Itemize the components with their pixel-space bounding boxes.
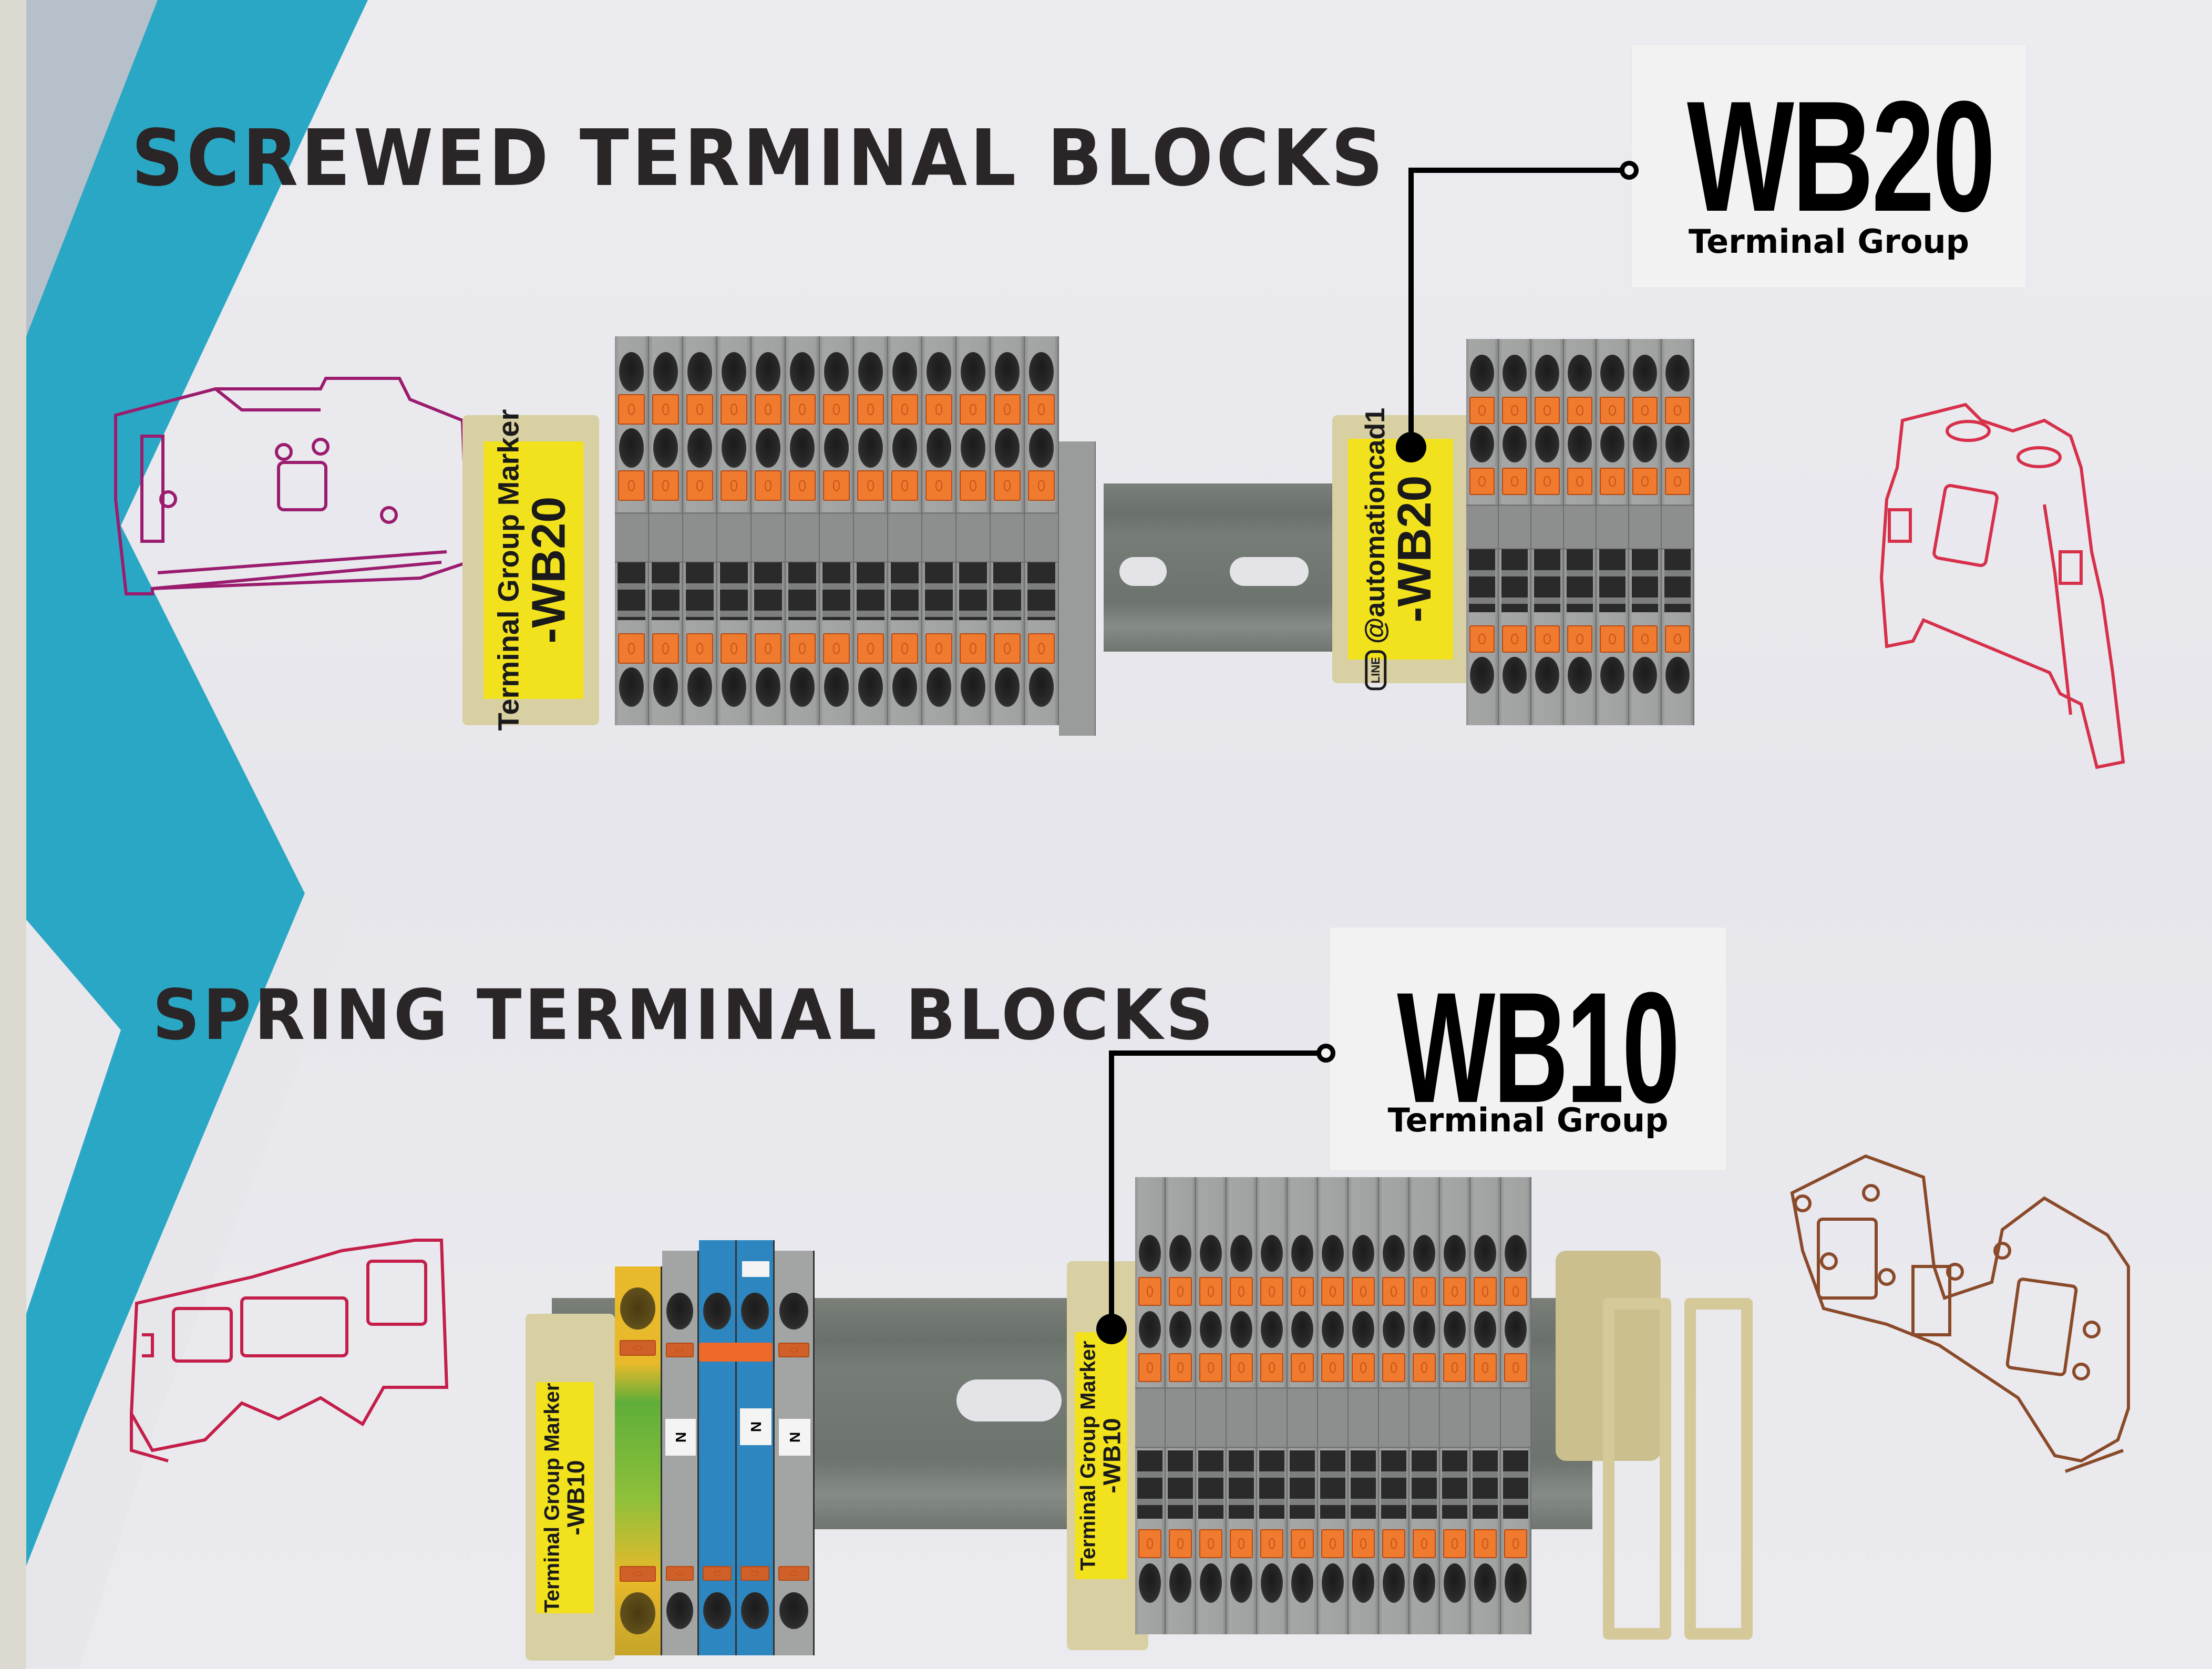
rail-slot [956,1379,1062,1421]
earth-terminal-block[interactable] [615,1266,662,1655]
marker-line2: -WB10 [1098,1418,1126,1493]
callout-target-dot [1096,1314,1127,1344]
marker-line2: -WB10 [562,1460,590,1536]
callout-leader-horizontal [1408,168,1624,173]
terminal-block[interactable] [683,336,717,725]
screwed-terminal-drawing-right [1879,403,2125,769]
callout-leader-horizontal [1109,1050,1322,1056]
neutral-label: N [779,1419,810,1456]
terminal-block[interactable] [1025,336,1059,725]
terminal-block[interactable] [1440,1177,1470,1634]
neutral-label: N [665,1419,696,1456]
callout-code: WB20 [1687,68,1995,244]
terminal-block[interactable] [1531,339,1564,725]
terminal-strip-top-left [615,336,1096,736]
neutral-terminal-block[interactable] [699,1240,737,1655]
section-title-spring: SPRING TERMINAL BLOCKS [152,975,1217,1056]
callout-subtitle: Terminal Group [1387,1101,1669,1139]
terminal-block[interactable] [1597,339,1629,725]
callout-wb20: WB20 Terminal Group [1632,45,2026,287]
callout-code: WB10 [1397,959,1680,1136]
terminal-block[interactable] [1499,339,1531,725]
callout-subtitle: Terminal Group [1689,222,1969,261]
marker-line1: Terminal Group Marker [540,1383,564,1613]
terminal-strip-bottom-right [1135,1177,1531,1634]
end-clamp-marker-wb10-left[interactable]: Terminal Group Marker -WB10 [526,1314,615,1661]
spring-terminal-drawing-right [1790,1154,2130,1473]
terminal-block[interactable] [1318,1177,1349,1634]
board-frame-edge [0,0,26,1669]
terminal-block[interactable] [717,336,752,725]
end-clamp-marker-wb20-right[interactable]: LINE @automationcad1 -WB20 [1332,408,1472,691]
marker-label: Terminal Group Marker -WB10 [536,1382,594,1613]
callout-wb10: WB10 Terminal Group [1330,928,1726,1170]
rail-slot [1119,557,1167,586]
terminal-block[interactable] [1288,1177,1318,1634]
terminal-block[interactable] [854,336,888,725]
neutral-label: N [740,1408,771,1445]
marker-text: Terminal Group Marker -WB10 [1076,1341,1126,1571]
terminal-block[interactable] [1409,1177,1440,1634]
terminal-block[interactable] [820,336,854,725]
terminal-block[interactable] [888,336,922,725]
terminal-block[interactable]: N [775,1251,815,1655]
terminal-block[interactable] [752,336,786,725]
terminal-block[interactable] [956,336,991,725]
terminal-block[interactable] [1379,1177,1409,1634]
terminal-block[interactable] [1662,339,1694,725]
terminal-block[interactable] [1629,339,1662,725]
spring-terminal-drawing-left [129,1239,449,1462]
terminal-block[interactable] [1349,1177,1379,1634]
terminal-block[interactable] [1501,1177,1531,1634]
line-app-icon: LINE [1365,650,1387,691]
marker-line2: -WB20 [522,496,575,644]
terminal-block[interactable] [786,336,820,725]
callout-leader-vertical [1109,1050,1114,1329]
rail-slot [1230,557,1309,586]
terminal-block[interactable] [1257,1177,1288,1634]
terminal-block[interactable] [1227,1177,1257,1634]
bridge-jumper[interactable] [699,1343,773,1362]
marker-line1: @automationcad1 [1360,408,1391,644]
callout-target-dot [1396,432,1426,462]
end-clamp-marker-wb20-left[interactable]: Terminal Group Marker -WB20 [462,409,599,731]
terminal-block[interactable]: N [662,1251,699,1655]
marker-label: LINE @automationcad1 -WB20 [1348,408,1453,691]
end-plate [1059,441,1096,736]
terminal-strip-top-right [1466,339,1694,725]
section-title-screwed: SCREWED TERMINAL BLOCKS [131,113,1386,203]
neutral-terminal-block[interactable]: N [737,1240,775,1655]
marker-line1: Terminal Group Marker [1076,1341,1100,1571]
terminal-block[interactable] [1196,1177,1227,1634]
marker-label: Terminal Group Marker -WB20 [483,409,583,731]
terminal-block[interactable] [1466,339,1499,725]
marker-text: Terminal Group Marker -WB10 [540,1383,590,1613]
callout-leader-vertical [1408,168,1414,446]
terminal-block[interactable] [1166,1177,1196,1634]
terminal-block[interactable] [1135,1177,1166,1634]
end-stop-clamp[interactable] [1603,1298,1671,1640]
marker-line1: Terminal Group Marker [491,409,525,731]
terminal-block[interactable] [649,336,683,725]
terminal-block[interactable] [1564,339,1597,725]
end-stop-clamp[interactable] [1684,1298,1753,1640]
din-rail-top [1104,483,1345,652]
marker-text: Terminal Group Marker -WB20 [491,409,575,731]
terminal-block[interactable] [922,336,956,725]
marker-label: Terminal Group Marker -WB10 [1075,1332,1127,1579]
screwed-terminal-drawing-left [114,377,470,595]
accent-blue-shape [26,0,368,1566]
callout-anchor-dot [1316,1044,1335,1063]
terminal-block[interactable] [615,336,649,725]
terminal-strip-bottom-left: N N N [615,1240,836,1661]
terminal-block[interactable] [991,336,1025,725]
callout-anchor-dot [1620,161,1639,180]
terminal-block[interactable] [1470,1177,1501,1634]
